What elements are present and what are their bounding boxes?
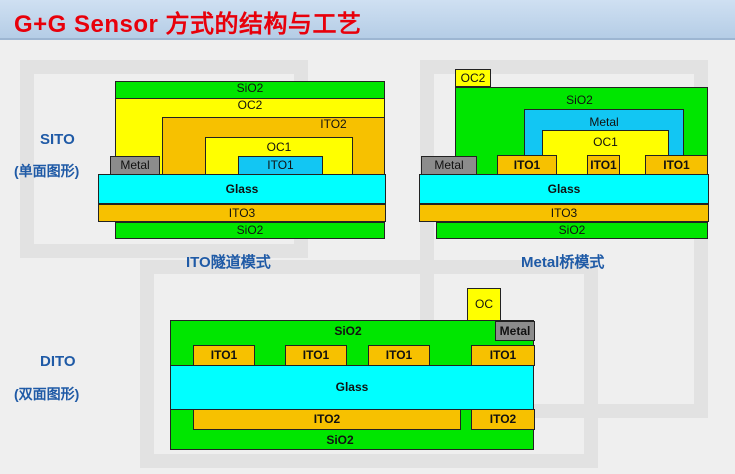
ito3-layer: ITO3 bbox=[419, 204, 709, 222]
ito1-pad: ITO1 bbox=[193, 345, 255, 366]
page-title: G+G Sensor 方式的结构与工艺 bbox=[14, 11, 362, 38]
title-bar: G+G Sensor 方式的结构与工艺 bbox=[0, 0, 735, 40]
glass-substrate: Glass bbox=[170, 365, 534, 410]
glass-substrate: Glass bbox=[98, 174, 386, 204]
metal-layer: Metal bbox=[110, 156, 160, 175]
ito1-pad: ITO1 bbox=[497, 155, 557, 175]
ito2-layer: ITO2 bbox=[471, 409, 535, 430]
glass-substrate: Glass bbox=[419, 174, 709, 204]
metal-bridge-caption: Metal桥模式 bbox=[521, 254, 605, 271]
ito-tunnel-caption: ITO隧道模式 bbox=[186, 254, 271, 271]
metal-layer: Metal bbox=[495, 321, 535, 341]
sio2-bottom-layer: SiO2 bbox=[115, 222, 385, 239]
ito1-pad: ITO1 bbox=[471, 345, 535, 366]
ito1-pad: ITO1 bbox=[368, 345, 430, 366]
ito3-layer: ITO3 bbox=[98, 204, 386, 222]
dito-sublabel: (双面图形) bbox=[14, 386, 80, 402]
dito-label: DITO bbox=[40, 353, 76, 370]
ito1-pad: ITO1 bbox=[587, 155, 620, 175]
ito1-layer: ITO1 bbox=[238, 156, 323, 175]
metal-layer: Metal bbox=[421, 156, 477, 175]
oc-layer: OC bbox=[467, 288, 501, 321]
background-pattern bbox=[140, 260, 598, 468]
oc2-layer: OC2 bbox=[455, 69, 491, 87]
sito-sublabel: (单面图形) bbox=[14, 163, 80, 179]
ito1-pad: ITO1 bbox=[645, 155, 708, 175]
ito2-layer: ITO2 bbox=[193, 409, 461, 430]
sito-label: SITO bbox=[40, 131, 75, 148]
sio2-bottom-layer: SiO2 bbox=[436, 222, 708, 239]
ito1-pad: ITO1 bbox=[285, 345, 347, 366]
